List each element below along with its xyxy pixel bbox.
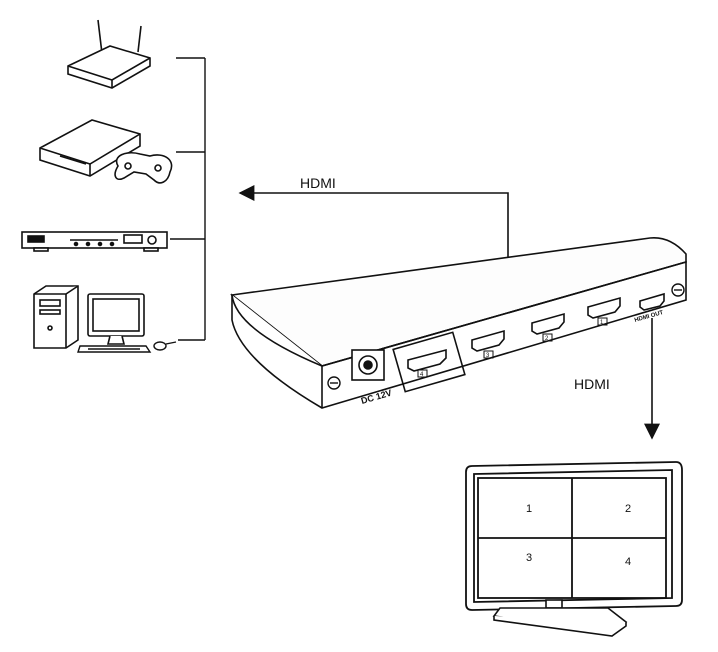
port-label-4: 4: [420, 372, 424, 378]
screen-quadrant-3: 3: [526, 552, 532, 564]
monitor-icon: [87, 293, 145, 345]
hdmi-in-port-3: [471, 329, 505, 352]
keyboard-icon: [77, 345, 152, 353]
screw-icon: [327, 376, 341, 390]
hdmi-switcher-box: [230, 237, 687, 409]
screw-icon: [671, 283, 685, 297]
gamepad-icon: [114, 151, 173, 184]
media-player-icon: [21, 231, 168, 252]
screen-quadrant-4: 4: [625, 556, 631, 568]
hdmi-out-port: [639, 292, 665, 311]
tv-stand: [492, 599, 628, 637]
hdmi-in-port-4: [392, 331, 466, 393]
port-label-3: 3: [486, 353, 490, 359]
router-icon: [67, 19, 151, 89]
dc-power-jack: [351, 349, 385, 381]
screen-quadrant-2: 2: [625, 503, 631, 515]
hdmi-output-label: HDMI: [574, 376, 610, 392]
computer-tower-icon: [33, 285, 79, 349]
hdmi-in-port-2: [531, 312, 565, 335]
mouse-icon: [153, 341, 177, 351]
hdmi-in-port-1: [587, 296, 621, 319]
port-number-badges: 4 3 2 1: [417, 317, 608, 378]
game-console-icon: [39, 119, 141, 177]
port-label-2: 2: [545, 336, 549, 342]
tv-display: [465, 461, 683, 611]
port-label-1: 1: [600, 320, 604, 326]
hdmi-input-label: HDMI: [300, 175, 336, 191]
source-bracket: [170, 57, 206, 341]
screen-quadrant-1: 1: [526, 503, 532, 515]
